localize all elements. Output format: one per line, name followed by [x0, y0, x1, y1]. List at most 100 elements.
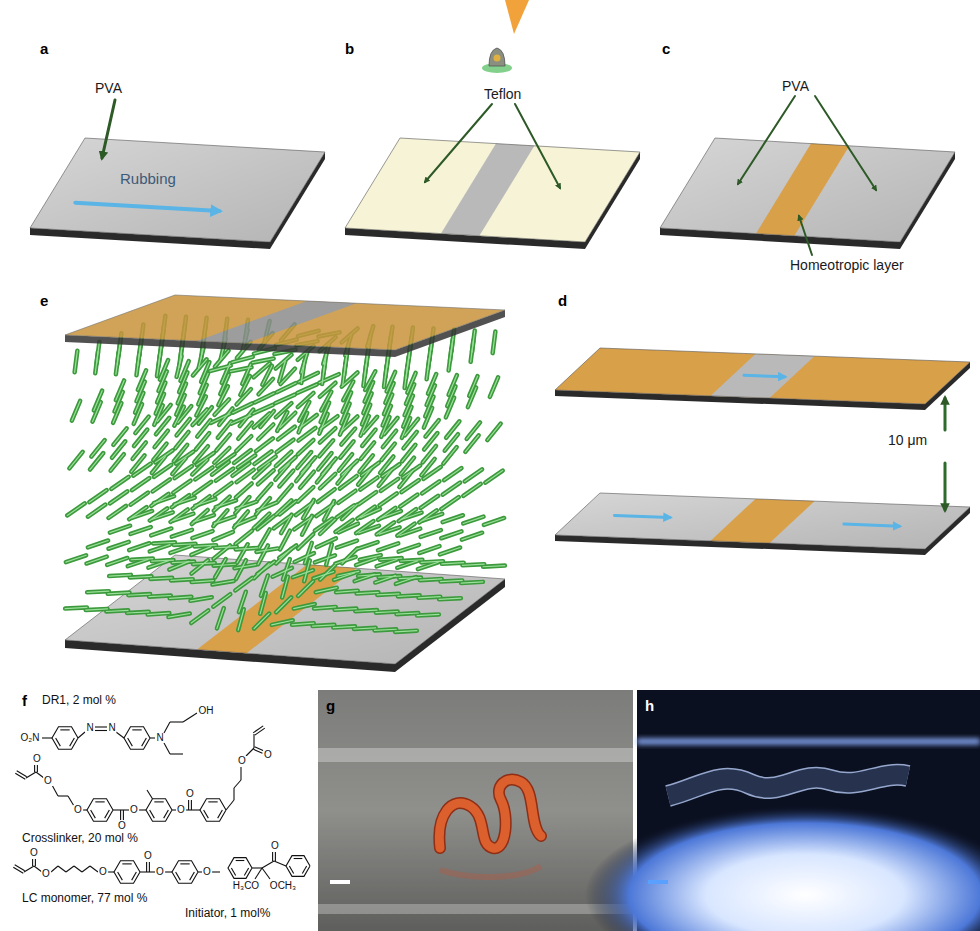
- bond: [240, 767, 241, 780]
- plate-outline: [345, 138, 640, 242]
- lc-highlight: [192, 560, 208, 573]
- lc-highlight: [401, 560, 423, 561]
- atom-label: N: [155, 733, 164, 743]
- bond: [82, 866, 90, 872]
- lc-highlight: [280, 457, 296, 471]
- lc-highlight: [236, 531, 252, 544]
- atom-label: O₂N: [20, 733, 41, 743]
- lc-highlight: [150, 545, 170, 552]
- lc-highlight: [357, 507, 374, 519]
- bond: [139, 809, 146, 810]
- lc-highlight: [232, 357, 253, 362]
- lc-highlight: [236, 560, 246, 579]
- lc-highlight: [106, 610, 128, 611]
- bond: [255, 728, 265, 735]
- lc-highlight: [318, 489, 335, 502]
- lc-highlight: [254, 564, 269, 579]
- bond: [212, 871, 220, 872]
- actuator-strip: [668, 775, 908, 796]
- lc-highlight: [235, 578, 252, 591]
- lc-molecule: [69, 452, 82, 468]
- lc-highlight: [153, 542, 175, 543]
- lc-highlight: [220, 375, 229, 395]
- bond: [204, 810, 209, 818]
- callout-label: PVA: [95, 80, 122, 96]
- benzene-ring: [114, 861, 140, 884]
- lc-highlight: [396, 613, 418, 614]
- lc-molecule: [173, 481, 190, 493]
- lc-highlight: [131, 455, 144, 471]
- bond: [66, 866, 74, 872]
- bond: [274, 861, 286, 866]
- lc-molecule: [172, 495, 189, 507]
- lc-highlight: [275, 395, 295, 404]
- lc-molecule: [194, 482, 211, 494]
- atom-label: N: [85, 723, 94, 733]
- bond: [150, 810, 155, 818]
- lc-molecule: [357, 542, 377, 549]
- lc-highlight: [129, 507, 146, 519]
- lc-molecule: [215, 559, 226, 577]
- lc-highlight: [421, 496, 438, 508]
- lc-molecule: [107, 558, 127, 565]
- lc-highlight: [359, 492, 376, 504]
- lc-highlight: [421, 530, 441, 537]
- lc-highlight: [360, 555, 381, 560]
- bond: [95, 726, 107, 727]
- plate-outline: [65, 555, 505, 664]
- surface-stripe: [197, 565, 357, 654]
- lc-molecule: [419, 546, 439, 553]
- bond: [95, 730, 107, 731]
- bond: [91, 810, 96, 818]
- bond: [51, 866, 58, 872]
- lc-highlight: [365, 371, 375, 390]
- lc-highlight: [194, 446, 208, 462]
- lamp-body: [489, 48, 505, 66]
- bond: [95, 801, 104, 802]
- lc-highlight: [465, 435, 478, 451]
- panel-c: [660, 96, 955, 255]
- bond: [294, 858, 303, 859]
- lc-molecule: [108, 593, 130, 594]
- lc-highlight: [88, 505, 105, 517]
- lc-highlight: [276, 500, 291, 515]
- lc-molecule: [313, 572, 333, 579]
- lc-molecule: [334, 573, 354, 580]
- lc-highlight: [191, 547, 211, 555]
- lc-highlight: [152, 560, 174, 561]
- bond: [148, 871, 155, 872]
- lc-molecule: [417, 614, 439, 615]
- atom-label: N: [107, 723, 116, 733]
- bond: [32, 859, 33, 866]
- bond: [253, 734, 254, 748]
- lc-molecule: [88, 541, 108, 548]
- lc-highlight: [273, 568, 292, 577]
- lc-molecule: [211, 414, 230, 423]
- lc-highlight: [335, 557, 355, 564]
- lc-molecule: [441, 531, 461, 538]
- lc-molecule: [484, 518, 504, 525]
- rubbing-arrow: [75, 203, 219, 211]
- lc-molecule: [130, 527, 150, 534]
- lc-highlight: [471, 340, 474, 362]
- lc-highlight: [278, 485, 292, 501]
- surface-stripe: [441, 144, 534, 236]
- lc-molecule: [490, 377, 498, 397]
- lc-highlight: [194, 545, 216, 546]
- bond: [165, 871, 172, 872]
- bond: [226, 800, 234, 810]
- lc-highlight: [217, 608, 224, 628]
- lc-molecule: [171, 509, 188, 522]
- panel-letter: e: [40, 292, 48, 309]
- lc-highlight: [198, 385, 207, 405]
- lc-highlight: [317, 466, 330, 482]
- lc-highlight: [484, 518, 504, 525]
- lc-highlight: [212, 462, 229, 475]
- lc-highlight: [418, 597, 440, 598]
- lc-highlight: [151, 494, 168, 506]
- lc-highlight: [130, 527, 150, 534]
- lc-highlight: [192, 531, 212, 538]
- lc-highlight: [441, 531, 461, 538]
- lc-highlight: [343, 363, 346, 385]
- bond: [60, 729, 69, 730]
